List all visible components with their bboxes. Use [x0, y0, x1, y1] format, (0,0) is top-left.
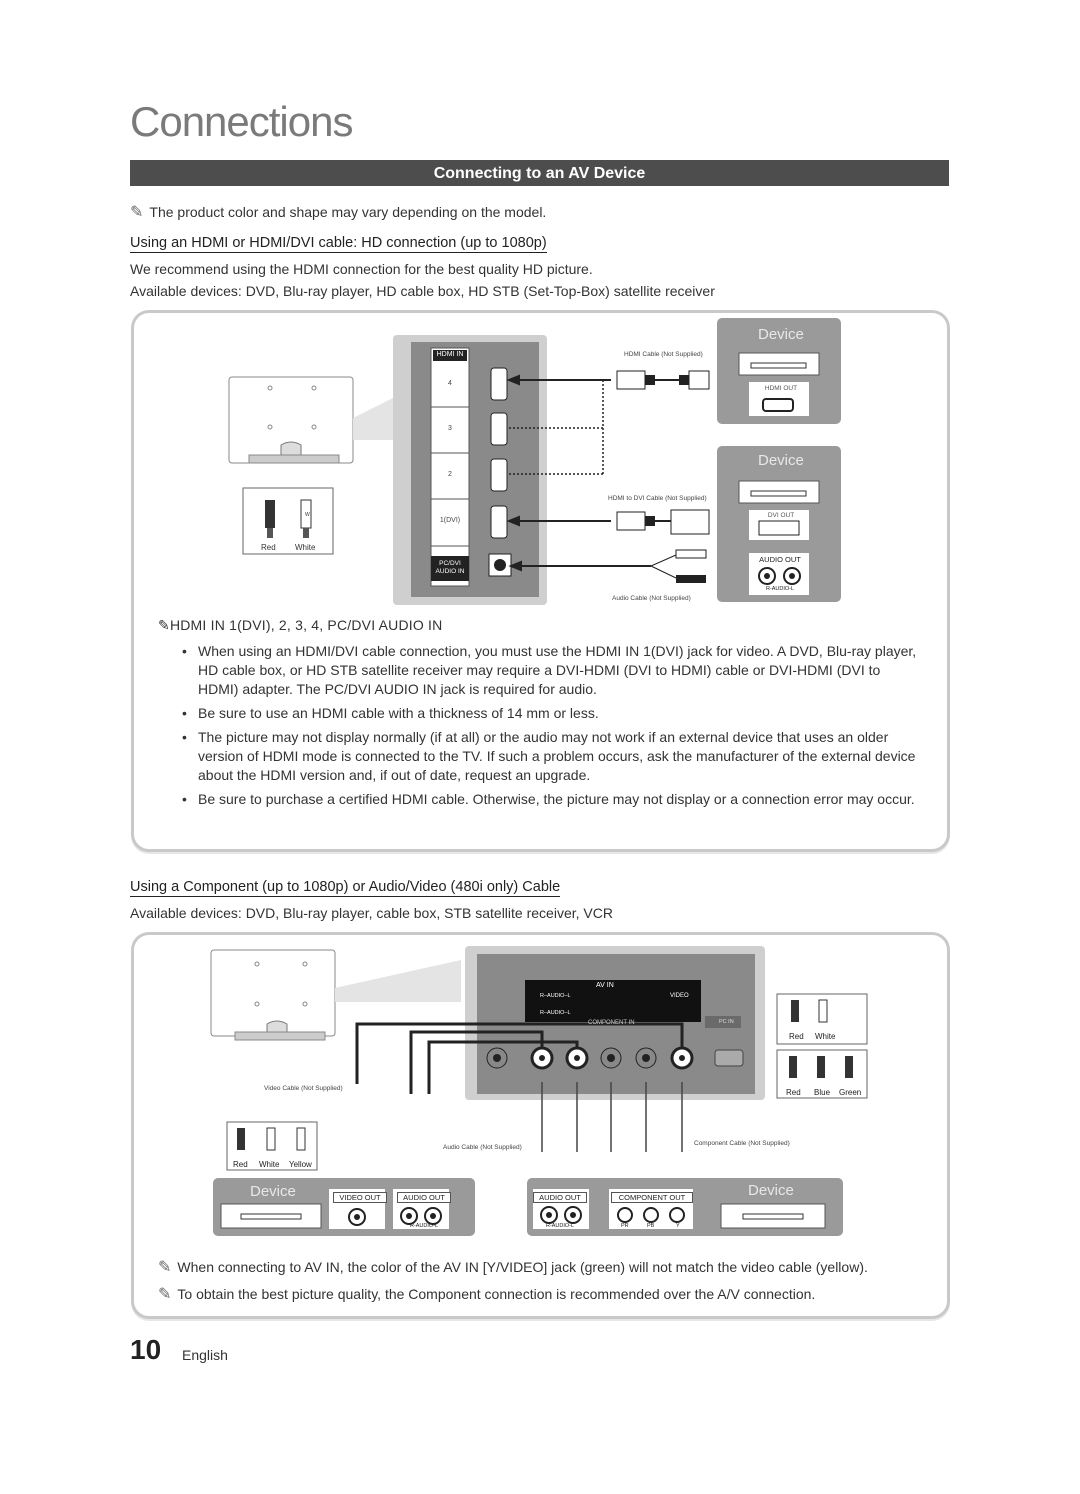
- component-audio-cable-label: Audio Cable (Not Supplied): [443, 1144, 522, 1151]
- pr-label: PR: [621, 1223, 629, 1229]
- component-in-label: COMPONENT IN: [588, 1020, 635, 1026]
- dvi-device-label: Device: [758, 452, 804, 469]
- pc-in-label: PC IN: [719, 1019, 734, 1025]
- hdmi-recommend: We recommend using the HDMI connection f…: [130, 261, 593, 277]
- tv-back-icon: [210, 949, 461, 1041]
- red-white-plugs: W: [242, 487, 334, 555]
- note-pencil-icon: ✎: [158, 617, 170, 633]
- white-label: White: [295, 543, 316, 552]
- hdmi-out-label: HDMI OUT: [764, 385, 798, 392]
- note-pencil-icon: ✎: [130, 204, 144, 221]
- audio-out-label-right: AUDIO OUT: [533, 1192, 587, 1203]
- hdmi-bullet: Be sure to purchase a certified HDMI cab…: [180, 790, 918, 809]
- r-audio-l-bottom: R–AUDIO–L: [540, 1010, 571, 1016]
- pc-dvi-label: PC/DVI: [439, 560, 461, 567]
- hdmi-bullet: The picture may not display normally (if…: [180, 728, 918, 785]
- component-cable-label: Component Cable (Not Supplied): [694, 1140, 790, 1147]
- hdmi-bullet: When using an HDMI/DVI cable connection,…: [180, 642, 918, 699]
- note-pencil-icon: ✎: [158, 1259, 172, 1276]
- svg-text:W: W: [305, 512, 310, 518]
- product-note: ✎ The product color and shape may vary de…: [130, 202, 546, 222]
- yellow-label-left: Yellow: [289, 1160, 312, 1169]
- quality-note-text: To obtain the best picture quality, the …: [177, 1286, 816, 1302]
- hdmi-bullet: Be sure to use an HDMI cable with a thic…: [180, 704, 918, 723]
- component-devices: Available devices: DVD, Blu-ray player, …: [130, 905, 613, 921]
- hdmi-port-4: 4: [448, 380, 452, 387]
- white-label-left: White: [259, 1160, 280, 1169]
- note-pencil-icon: ✎: [158, 1286, 172, 1303]
- page-number: 10: [130, 1334, 162, 1365]
- red-blue-green-plugs: [776, 1049, 868, 1099]
- hdmi-devices: Available devices: DVD, Blu-ray player, …: [130, 283, 715, 299]
- pb-label: PB: [647, 1223, 655, 1229]
- hdmi-diagram: W: [228, 318, 841, 605]
- hdmi-cable-label: HDMI Cable (Not Supplied): [624, 351, 703, 358]
- hdmi-heading: Using an HDMI or HDMI/DVI cable: HD conn…: [130, 235, 547, 253]
- audio-cable-label: Audio Cable (Not Supplied): [612, 595, 691, 602]
- component-heading: Using a Component (up to 1080p) or Audio…: [130, 879, 561, 897]
- video-cable-label: Video Cable (Not Supplied): [264, 1085, 343, 1092]
- r-audio-l-top: R–AUDIO–L: [540, 993, 571, 999]
- video-out-label: VIDEO OUT: [333, 1192, 387, 1203]
- section-title-bar: Connecting to an AV Device: [130, 160, 949, 186]
- page-title: Connections: [130, 98, 353, 145]
- hdmi-port-3: 3: [448, 425, 452, 432]
- hdmi-jacks-note: ✎HDMI IN 1(DVI), 2, 3, 4, PC/DVI AUDIO I…: [158, 617, 442, 634]
- r-audio-l-label: R-AUDIO-L: [765, 586, 795, 592]
- r-audio-l-left: R-AUDIO-L: [409, 1223, 439, 1229]
- hdmi-port-2: 2: [448, 471, 452, 478]
- component-out-label: COMPONENT OUT: [611, 1192, 693, 1203]
- audio-cable-icon: [611, 549, 707, 583]
- video-label: VIDEO: [670, 993, 689, 999]
- audio-in-label: AUDIO IN: [435, 568, 465, 575]
- hdmi-port-1dvi: 1(DVI): [439, 517, 461, 524]
- blue-label: Blue: [814, 1088, 831, 1097]
- hdmi-device-label: Device: [758, 326, 804, 343]
- green-label: Green: [839, 1088, 862, 1097]
- red-label-left: Red: [233, 1160, 248, 1169]
- av-in-label: AV IN: [596, 982, 614, 989]
- audio-out-label: AUDIO OUT: [759, 555, 801, 564]
- r-audio-l-right: R-AUDIO-L: [545, 1223, 575, 1229]
- white-label-right: White: [815, 1032, 836, 1041]
- red-white-plugs-right: [776, 993, 868, 1045]
- component-cable-lines: [355, 1022, 684, 1094]
- red-label-right: Red: [789, 1032, 804, 1041]
- av-device-label: Device: [250, 1183, 296, 1200]
- tv-back-icon: [228, 376, 393, 464]
- quality-note: ✎ To obtain the best picture quality, the…: [158, 1284, 928, 1304]
- dvi-out-label: DVI OUT: [767, 512, 795, 519]
- component-device-label: Device: [748, 1182, 794, 1199]
- hdmi-bullet-list: When using an HDMI/DVI cable connection,…: [180, 642, 918, 814]
- product-note-text: The product color and shape may vary dep…: [149, 204, 547, 220]
- av-in-note: ✎ When connecting to AV IN, the color of …: [158, 1257, 928, 1277]
- red-label-right-2: Red: [786, 1088, 801, 1097]
- red-label: Red: [261, 543, 276, 552]
- hdmi-dvi-cable-label: HDMI to DVI Cable (Not Supplied): [608, 495, 707, 502]
- audio-out-label-left: AUDIO OUT: [397, 1192, 451, 1203]
- hdmi-cable-lines: [506, 374, 611, 572]
- page-language: English: [182, 1347, 228, 1363]
- av-in-note-text: When connecting to AV IN, the color of t…: [177, 1259, 868, 1275]
- hdmi-in-label: HDMI IN: [436, 351, 464, 358]
- y-label: Y: [676, 1223, 680, 1229]
- hdmi-dvi-cable-icon: [616, 509, 710, 535]
- red-white-yellow-plugs: [226, 1121, 318, 1171]
- hdmi-jacks-note-text: HDMI IN 1(DVI), 2, 3, 4, PC/DVI AUDIO IN: [169, 617, 443, 633]
- hdmi-cable-icon: [616, 370, 710, 390]
